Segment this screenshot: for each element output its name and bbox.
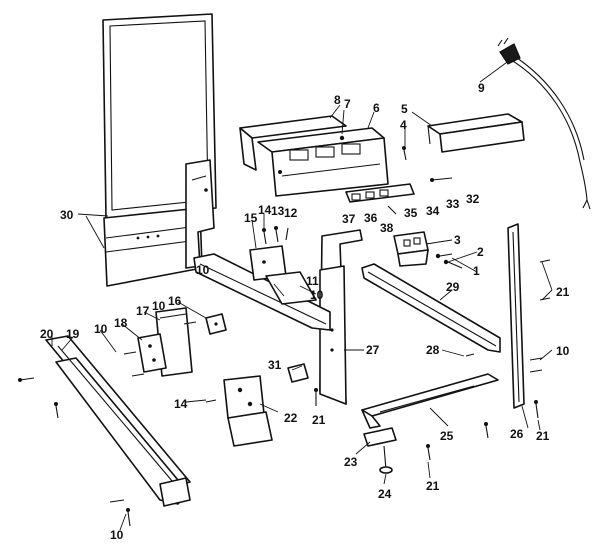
callout-20: 20 [40,327,54,341]
callout-38: 38 [380,221,394,235]
callout-29: 29 [446,280,460,294]
callout-25: 25 [440,429,454,443]
vertical-rail-part-26 [507,223,525,409]
lower-rail-part-19 [45,335,191,507]
screws-part-1-2 [435,253,463,269]
callout-35: 35 [404,206,418,220]
callout-5: 5 [401,102,408,116]
callout-15: 15 [244,211,258,225]
callout-3: 3 [454,233,461,247]
cover-part-5 [427,113,525,153]
leveling-foot-part-23-24 [363,427,397,474]
callout-26: 26 [510,427,524,441]
clip-part-31 [287,363,309,383]
callout-37: 37 [342,212,356,226]
callout-labels: 1 2 3 4 5 6 7 8 9 10 10 10 10 10 10 11 1… [40,81,570,542]
callout-1: 1 [473,264,480,278]
callout-34: 34 [426,204,440,218]
leader-lines [51,59,553,531]
callout-9: 9 [478,81,485,95]
callout-12: 12 [284,206,298,220]
callout-8: 8 [334,93,341,107]
callout-23: 23 [344,455,358,469]
rail-part-29 [361,263,501,353]
callout-6: 6 [373,101,380,115]
callout-11: 11 [306,274,319,288]
callout-2: 2 [477,245,484,259]
callout-27: 27 [366,343,380,357]
callout-24: 24 [378,487,392,501]
left-side-bracket [185,159,215,269]
control-panel-part-6 [239,115,389,197]
callout-33: 33 [446,197,460,211]
callout-32: 32 [466,192,480,206]
callout-22: 22 [284,411,298,425]
callout-10d: 10 [556,344,570,358]
callout-21d: 21 [426,479,440,493]
callout-10c: 10 [94,322,108,336]
terminal-block-parts [345,177,453,215]
cross-member [193,253,331,331]
power-cord-part-9 [497,37,591,210]
mount-bracket-part-15 [249,245,317,305]
callout-4: 4 [400,118,407,132]
callout-14b: 14 [174,397,188,411]
switch-part-3 [393,231,429,267]
callout-7: 7 [344,97,351,111]
callout-10f: 10 [196,263,210,277]
callout-10a: 10 [310,288,324,302]
callout-21a: 21 [556,285,570,299]
callout-13: 13 [271,204,285,218]
callout-30: 30 [60,208,74,222]
latch-assembly-part-22 [223,375,273,447]
callout-21b: 21 [312,413,326,427]
screws-part-12-13-14 [262,226,289,245]
callout-21c: 21 [536,429,550,443]
right-side-bracket-part-27 [319,229,363,405]
callout-28: 28 [426,343,440,357]
callout-14a: 14 [258,203,272,217]
callout-31: 31 [268,358,282,372]
callout-10e: 10 [110,528,124,542]
callout-18: 18 [114,316,128,330]
loose-screws [18,146,551,527]
callout-17: 17 [136,304,150,318]
callout-36: 36 [364,211,378,225]
lower-rail-part-25 [361,373,499,429]
hinge-part-18 [137,333,167,373]
callout-19: 19 [66,327,80,341]
bracket-part-16 [205,313,227,335]
callout-10b: 10 [152,299,166,313]
callout-16: 16 [168,294,182,308]
